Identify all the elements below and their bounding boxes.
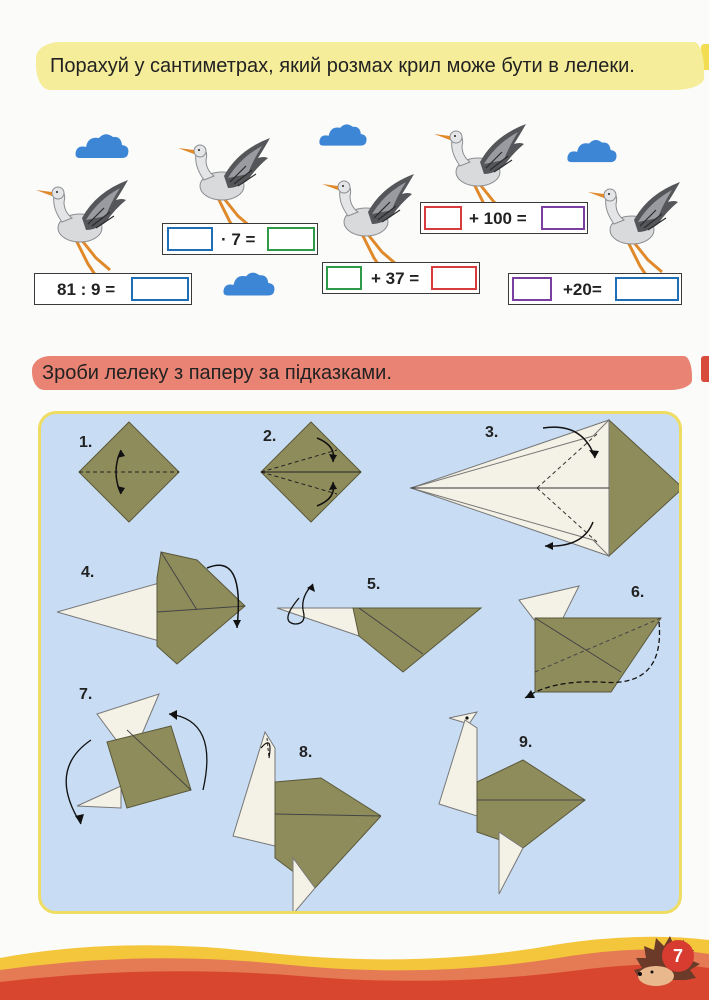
equation-text: + 37 = — [371, 269, 420, 288]
stork-icon — [588, 180, 682, 280]
step-number: 1. — [79, 434, 93, 451]
equation-4: + 100 = — [420, 202, 588, 234]
cloud-icon — [223, 272, 275, 296]
cloud-icon — [319, 124, 367, 146]
answer-box[interactable] — [615, 277, 679, 301]
input-box[interactable] — [424, 206, 462, 230]
origami-step-1 — [78, 421, 180, 523]
answer-box[interactable] — [431, 266, 477, 290]
equation-1: 81 : 9 = — [34, 273, 192, 305]
bottom-decoration — [0, 936, 709, 1000]
origami-step-7 — [65, 693, 208, 825]
step-number: 9. — [519, 734, 533, 751]
origami-steps-panel: 1. 2. 3. 4. — [38, 411, 682, 914]
stork-icon — [36, 178, 130, 278]
equation-text: +20= — [563, 280, 602, 299]
side-tab-yellow — [701, 44, 709, 70]
side-tab-red — [701, 356, 709, 382]
input-box[interactable] — [167, 227, 213, 251]
step-number: 2. — [263, 428, 277, 445]
origami-step-6 — [518, 585, 662, 699]
origami-step-4 — [57, 551, 246, 665]
page-number: 7 — [662, 940, 694, 972]
equation-text: · 7 = — [221, 230, 256, 249]
equation-5: +20= — [508, 273, 682, 305]
equation-text: + 100 = — [469, 209, 527, 228]
step-number: 5. — [367, 576, 381, 593]
equation-2: · 7 = — [162, 223, 318, 255]
input-box[interactable] — [326, 266, 362, 290]
task2-instruction-banner: Зроби лелеку з паперу за підказками. — [32, 356, 692, 390]
origami-step-2 — [260, 421, 362, 523]
task2-instruction: Зроби лелеку з паперу за підказками. — [42, 362, 392, 384]
origami-step-5 — [276, 583, 483, 673]
input-box[interactable] — [512, 277, 552, 301]
task1-instruction: Порахуй у сантиметрах, який розмах крил … — [50, 55, 635, 77]
task1-instruction-banner: Порахуй у сантиметрах, який розмах крил … — [36, 42, 704, 90]
step-number: 6. — [631, 584, 645, 601]
answer-box[interactable] — [131, 277, 189, 301]
origami-step-3 — [409, 418, 679, 558]
cloud-icon — [75, 134, 129, 158]
cloud-icon — [567, 140, 617, 163]
origami-step-9 — [438, 711, 586, 895]
step-number: 3. — [485, 424, 499, 441]
step-number: 7. — [79, 686, 93, 703]
answer-box[interactable] — [541, 206, 585, 230]
answer-box[interactable] — [267, 227, 315, 251]
step-number: 8. — [299, 744, 313, 761]
equation-3: + 37 = — [322, 262, 480, 294]
origami-step-8 — [232, 730, 381, 911]
step-number: 4. — [81, 564, 95, 581]
stork-icon — [322, 172, 416, 272]
equation-text: 81 : 9 = — [57, 280, 116, 299]
